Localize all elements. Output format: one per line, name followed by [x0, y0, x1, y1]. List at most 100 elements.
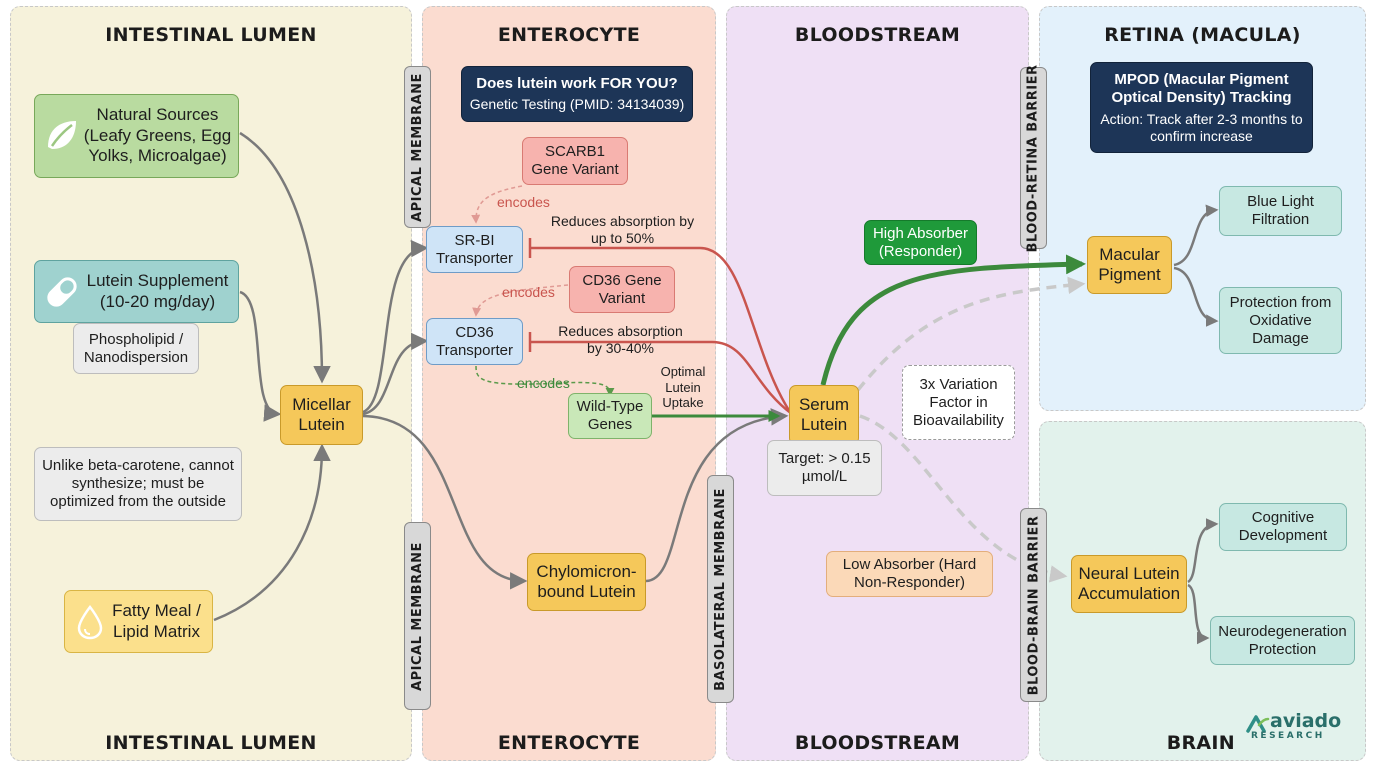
droplet-icon: [77, 604, 103, 640]
optimal-uptake-label: Optimal Lutein Uptake: [660, 364, 706, 411]
high-absorber-label: High Absorber (Responder): [872, 224, 969, 260]
arrow-serum-to-macular: [820, 254, 1086, 386]
zone-title-bloodstream-top: BLOODSTREAM: [794, 24, 961, 46]
srbi-transporter-box: SR-BI Transporter: [426, 226, 523, 273]
arrow-micellar-to-srbi: [362, 239, 429, 414]
mpod-tracking-title: MPOD (Macular Pigment Optical Density) T…: [1111, 70, 1292, 106]
apical-membrane-top: APICAL MEMBRANE: [404, 66, 431, 228]
arrow-supplement-to-micellar: [239, 290, 282, 422]
cognitive-development-box: Cognitive Development: [1219, 503, 1347, 551]
mpod-tracking-box: MPOD (Macular Pigment Optical Density) T…: [1090, 62, 1313, 153]
macular-pigment-label: Macular Pigment: [1098, 244, 1161, 284]
chylomicron-lutein-label: Chylomicron-bound Lutein: [536, 561, 637, 601]
phospholipid-box: Phospholipid / Nanodispersion: [73, 323, 199, 374]
variation-factor-box: 3x Variation Factor in Bioavailability: [902, 365, 1015, 440]
arrow-chylomicron-to-serum: [645, 408, 789, 583]
blue-light-label: Blue Light Filtration: [1247, 193, 1314, 228]
arrow-neural-to-neurodegeneration: [1187, 583, 1210, 645]
serum-lutein-box: Serum Lutein: [789, 385, 859, 445]
arrow-neural-to-cognitive: [1187, 518, 1219, 584]
encodes-wildtype: [475, 365, 615, 397]
neural-lutein-box: Neural Lutein Accumulation: [1071, 555, 1187, 613]
zone-enterocyte: ENTEROCYTE ENTEROCYTE: [422, 6, 716, 761]
zone-title-retina: RETINA (MACULA): [1104, 24, 1301, 46]
target-box: Target: > 0.15 µmol/L: [767, 440, 882, 496]
phospholipid-label: Phospholipid / Nanodispersion: [83, 330, 189, 366]
cd36-transporter-label: CD36 Transporter: [436, 323, 513, 359]
srbi-transporter-label: SR-BI Transporter: [436, 231, 513, 267]
arrow-micellar-to-cd36: [362, 332, 429, 416]
aviado-logo-name: aviado: [1270, 710, 1342, 732]
arrow-natural-to-micellar: [239, 131, 331, 384]
arrow-micellar-to-chylomicron: [362, 414, 528, 590]
lutein-supplement-box: Lutein Supplement (10-20 mg/day): [34, 260, 239, 323]
lutein-supplement-label: Lutein Supplement (10-20 mg/day): [86, 271, 229, 311]
lumen-arrows: [213, 131, 789, 622]
target-label: Target: > 0.15 µmol/L: [778, 450, 871, 485]
micellar-lutein-box: Micellar Lutein: [280, 385, 363, 445]
encodes-scarb1: [471, 185, 523, 224]
low-absorber-box: Low Absorber (Hard Non-Responder): [826, 551, 993, 597]
wild-type-genes-label: Wild-Type Genes: [576, 398, 644, 433]
beta-carotene-note-box: Unlike beta-carotene, cannot synthesize;…: [34, 447, 242, 521]
zone-title-enterocyte-bottom: ENTEROCYTE: [497, 732, 641, 754]
arrow-macular-to-bluelight: [1173, 204, 1219, 267]
scarb1-gene-label: SCARB1 Gene Variant: [531, 143, 619, 178]
cd36-gene-label: CD36 Gene Variant: [582, 271, 662, 307]
neural-lutein-label: Neural Lutein Accumulation: [1077, 563, 1181, 603]
oxidative-protection-label: Protection from Oxidative Damage: [1229, 293, 1332, 347]
beta-carotene-note-label: Unlike beta-carotene, cannot synthesize;…: [42, 457, 234, 510]
cd36-transporter-box: CD36 Transporter: [426, 318, 523, 365]
inhibition-lines: [528, 238, 793, 416]
scarb1-gene-box: SCARB1 Gene Variant: [522, 137, 628, 185]
micellar-lutein-label: Micellar Lutein: [292, 394, 351, 434]
reduces-absorption-50-label: Reduces absorption by up to 50%: [550, 213, 695, 246]
pill-icon: [47, 277, 77, 307]
arrow-fatmeal-to-micellar: [213, 443, 331, 622]
cognitive-development-label: Cognitive Development: [1238, 509, 1328, 544]
zone-title-brain: BRAIN: [1166, 732, 1235, 754]
high-absorber-box: High Absorber (Responder): [864, 220, 977, 265]
neurodegeneration-protection-label: Neurodegeneration Protection: [1218, 622, 1347, 658]
encodes-arrows: [471, 185, 615, 397]
zone-title-lumen-top: INTESTINAL LUMEN: [105, 24, 317, 46]
inhibit-srbi-path: [530, 246, 792, 413]
wild-type-genes-box: Wild-Type Genes: [568, 393, 652, 439]
apical-membrane-bottom: APICAL MEMBRANE: [404, 522, 431, 710]
low-absorber-label: Low Absorber (Hard Non-Responder): [842, 556, 977, 591]
cd36-gene-box: CD36 Gene Variant: [569, 266, 675, 313]
arrow-macular-to-oxidative: [1173, 266, 1219, 327]
neurodegeneration-protection-box: Neurodegeneration Protection: [1210, 616, 1355, 665]
leaf-icon: [48, 121, 76, 149]
encodes-label-cd36: encodes: [502, 284, 555, 300]
serum-lutein-label: Serum Lutein: [798, 394, 850, 434]
fatty-meal-box: Fatty Meal / Lipid Matrix: [64, 590, 213, 653]
encodes-cd36: [472, 284, 569, 317]
zone-title-bloodstream-bottom: BLOODSTREAM: [794, 732, 961, 754]
blood-brain-barrier: BLOOD-BRAIN BARRIER: [1020, 508, 1047, 702]
aviado-logo-sub: RESEARCH: [1251, 731, 1325, 741]
chylomicron-lutein-box: Chylomicron-bound Lutein: [527, 553, 646, 611]
mpod-tracking-subtitle: Action: Track after 2-3 months to confir…: [1100, 110, 1303, 144]
variation-factor-label: 3x Variation Factor in Bioavailability: [913, 375, 1004, 429]
inhibit-cd36-path: [530, 340, 793, 416]
basolateral-membrane: BASOLATERAL MEMBRANE: [707, 475, 734, 703]
encodes-label-scarb1: encodes: [497, 194, 550, 210]
arrow-serum-to-macular-dashed: [856, 276, 1086, 392]
genetic-testing-title: Does lutein work FOR YOU?: [476, 75, 678, 93]
outcome-arrows: [1173, 204, 1219, 645]
natural-sources-label: Natural Sources (Leafy Greens, Egg Yolks…: [83, 105, 232, 166]
zone-title-enterocyte-top: ENTEROCYTE: [497, 24, 641, 46]
fatty-meal-label: Fatty Meal / Lipid Matrix: [112, 601, 201, 641]
macular-pigment-box: Macular Pigment: [1087, 236, 1172, 294]
reduces-absorption-30-40-label: Reduces absorption by 30-40%: [558, 323, 683, 356]
blue-light-box: Blue Light Filtration: [1219, 186, 1342, 236]
zone-title-lumen-bottom: INTESTINAL LUMEN: [105, 732, 317, 754]
oxidative-protection-box: Protection from Oxidative Damage: [1219, 287, 1342, 354]
blood-retina-barrier: BLOOD-RETINA BARRIER: [1020, 64, 1047, 252]
aviado-logo: aviado RESEARCH: [1246, 712, 1348, 746]
genetic-testing-box: Does lutein work FOR YOU? Genetic Testin…: [461, 66, 693, 122]
aviado-logo-icon: [1246, 715, 1270, 733]
genetic-testing-subtitle: Genetic Testing (PMID: 34134039): [469, 96, 685, 113]
encodes-label-wildtype: encodes: [517, 375, 570, 391]
